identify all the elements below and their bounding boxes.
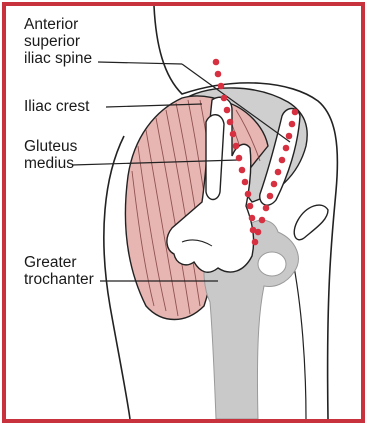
asis-leader (98, 62, 182, 64)
label-iliac-crest: Iliac crest (24, 98, 89, 115)
thumb (294, 205, 328, 240)
buttock-outline (104, 136, 130, 419)
greater-trochanter-bone (258, 252, 286, 276)
label-anterior-superior-iliac-spine: Anterior superior iliac spine (24, 16, 92, 67)
label-gluteus-medius: Gluteus medius (24, 138, 77, 172)
label-greater-trochanter: Greater trochanter (24, 254, 94, 288)
thigh-outline (292, 256, 306, 419)
hip-illustration (6, 6, 361, 419)
